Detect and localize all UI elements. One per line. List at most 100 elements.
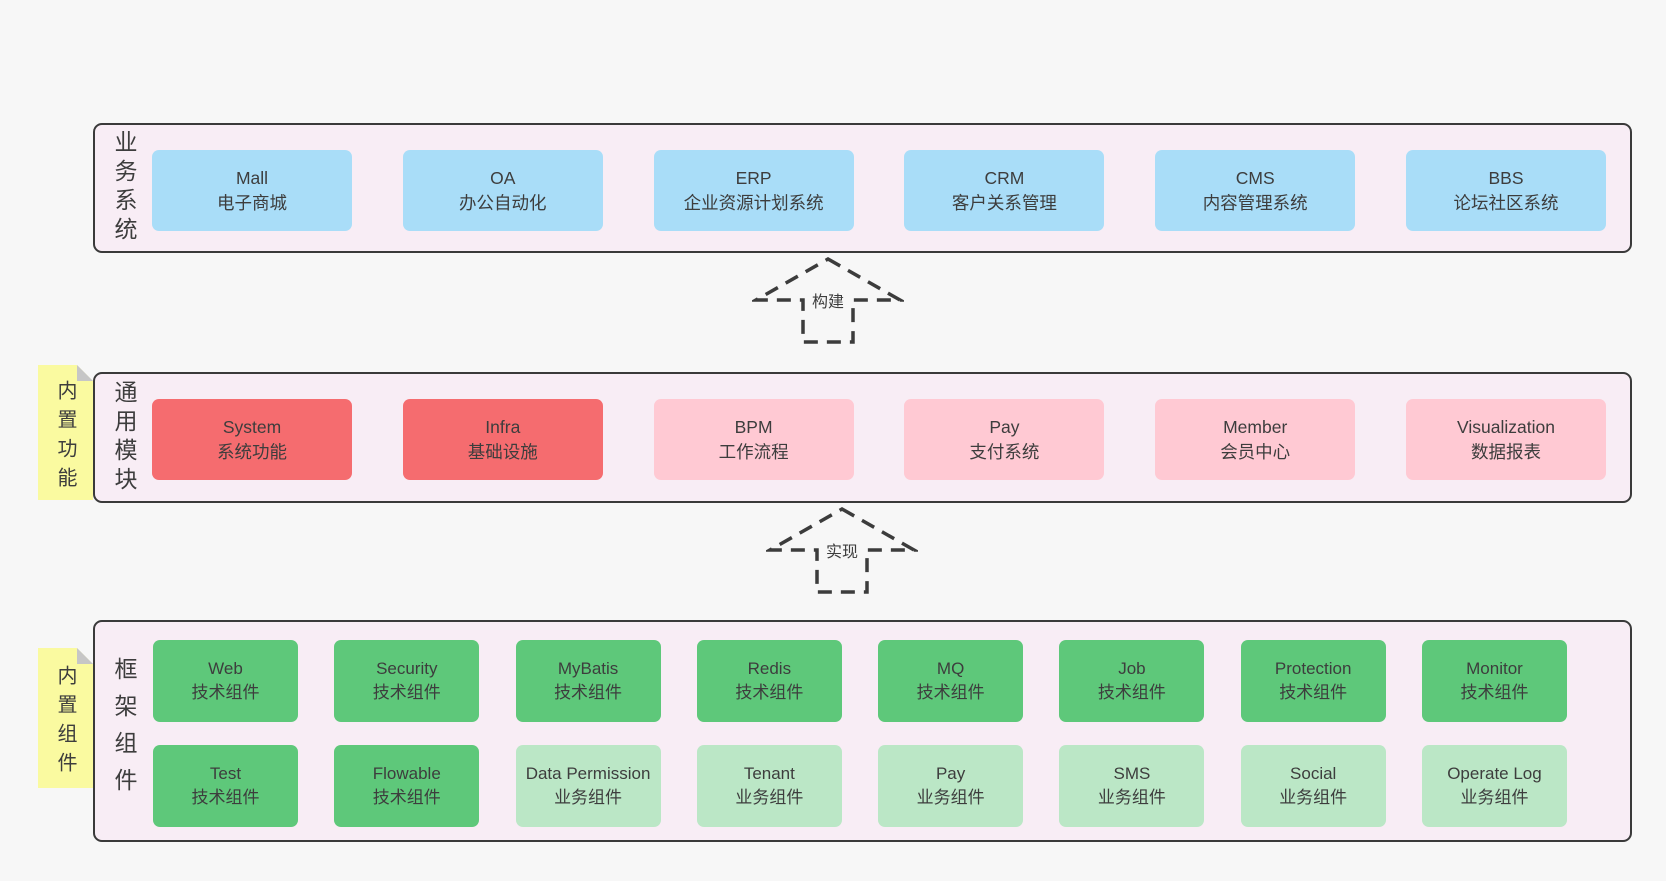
box-desc: 业务组件 xyxy=(1279,788,1348,807)
framework-components-label: 框架组件 xyxy=(111,657,137,805)
box-desc: 业务组件 xyxy=(1097,788,1166,807)
module-box-system: System 系统功能 xyxy=(152,399,352,480)
component-box-tenant: Tenant 业务组件 xyxy=(696,745,842,827)
module-box-bpm: BPM 工作流程 xyxy=(653,399,854,480)
box-name: System xyxy=(222,416,282,437)
box-name: Flowable xyxy=(372,763,441,783)
module-box-infra: Infra 基础设施 xyxy=(402,399,603,480)
box-name: CRM xyxy=(984,167,1025,188)
box-name: Job xyxy=(1118,658,1146,678)
module-box-visualization: Visualization 数据报表 xyxy=(1405,399,1606,480)
box-desc: 技术组件 xyxy=(372,683,441,702)
implement-arrow: 实现 xyxy=(766,506,918,596)
builtin-features-note-text: 内置功能 xyxy=(54,379,76,496)
component-box-protection: Protection 技术组件 xyxy=(1240,640,1386,722)
component-box-data-permission: Data Permission 业务组件 xyxy=(515,745,661,827)
box-desc: 系统功能 xyxy=(217,441,287,462)
component-box-job: Job 技术组件 xyxy=(1059,640,1205,722)
box-name: Security xyxy=(376,658,438,678)
builtin-components-note: 内置组件 xyxy=(38,648,93,788)
box-name: CMS xyxy=(1235,167,1275,188)
component-box-mq: MQ 技术组件 xyxy=(878,640,1024,722)
box-desc: 技术组件 xyxy=(372,788,441,807)
box-name: Test xyxy=(209,763,242,783)
component-box-monitor: Monitor 技术组件 xyxy=(1421,640,1567,722)
box-name: BBS xyxy=(1488,167,1524,188)
business-box-bbs: BBS 论坛社区系统 xyxy=(1405,150,1606,231)
framework-components-row-1: Web 技术组件 Security 技术组件 MyBatis 技术组件 Redi… xyxy=(95,640,1630,722)
module-box-member: Member 会员中心 xyxy=(1155,399,1356,480)
component-box-social: Social 业务组件 xyxy=(1240,745,1386,827)
box-name: Monitor xyxy=(1466,658,1523,678)
common-modules-label: 通用模块 xyxy=(111,379,137,496)
box-name: Web xyxy=(208,658,243,678)
business-systems-label: 业务系统 xyxy=(111,130,137,246)
box-name: Pay xyxy=(935,763,966,783)
box-desc: 客户关系管理 xyxy=(951,192,1057,213)
business-box-crm: CRM 客户关系管理 xyxy=(904,150,1105,231)
box-desc: 工作流程 xyxy=(718,441,789,462)
component-box-redis: Redis 技术组件 xyxy=(696,640,842,722)
box-name: Redis xyxy=(747,658,792,678)
box-desc: 办公自动化 xyxy=(459,192,547,213)
box-name: Member xyxy=(1223,416,1288,437)
box-desc: 业务组件 xyxy=(735,788,804,807)
builtin-components-note-text: 内置组件 xyxy=(54,665,76,781)
component-box-pay: Pay 业务组件 xyxy=(878,745,1024,827)
box-desc: 基础设施 xyxy=(467,441,538,462)
box-desc: 业务组件 xyxy=(916,788,985,807)
box-desc: 数据报表 xyxy=(1470,441,1541,462)
common-modules-panel: 通用模块 System 系统功能 Infra 基础设施 BPM 工作流程 Pay… xyxy=(93,372,1632,503)
box-name: Protection xyxy=(1274,658,1352,678)
box-desc: 技术组件 xyxy=(916,683,985,702)
box-name: Mall xyxy=(235,167,269,188)
box-desc: 支付系统 xyxy=(969,441,1040,462)
box-desc: 技术组件 xyxy=(191,788,260,807)
box-name: SMS xyxy=(1113,763,1151,783)
box-desc: 技术组件 xyxy=(735,683,804,702)
box-desc: 业务组件 xyxy=(1460,788,1529,807)
component-box-sms: SMS 业务组件 xyxy=(1059,745,1205,827)
box-name: Tenant xyxy=(743,763,795,783)
component-box-flowable: Flowable 技术组件 xyxy=(334,745,480,827)
dashed-up-arrow-icon xyxy=(766,506,918,594)
builtin-features-note: 内置功能 xyxy=(38,365,93,500)
business-box-mall: Mall 电子商城 xyxy=(152,150,352,231)
component-box-security: Security 技术组件 xyxy=(334,640,480,722)
component-box-mybatis: MyBatis 技术组件 xyxy=(515,640,661,722)
business-systems-row: Mall 电子商城 OA 办公自动化 ERP 企业资源计划系统 CRM 客户关系… xyxy=(95,150,1630,231)
business-box-oa: OA 办公自动化 xyxy=(402,150,603,231)
box-name: Visualization xyxy=(1457,416,1555,437)
business-box-cms: CMS 内容管理系统 xyxy=(1155,150,1356,231)
box-name: BPM xyxy=(734,416,773,437)
box-name: OA xyxy=(490,167,516,188)
box-name: Infra xyxy=(485,416,521,437)
build-arrow-label: 构建 xyxy=(806,286,850,314)
business-box-erp: ERP 企业资源计划系统 xyxy=(653,150,854,231)
framework-components-panel: 框架组件 Web 技术组件 Security 技术组件 MyBatis 技术组件… xyxy=(93,620,1632,842)
build-arrow: 构建 xyxy=(752,256,904,346)
business-systems-panel: 业务系统 Mall 电子商城 OA 办公自动化 ERP 企业资源计划系统 CRM… xyxy=(93,123,1632,253)
box-desc: 电子商城 xyxy=(217,192,287,213)
box-desc: 会员中心 xyxy=(1220,441,1291,462)
box-name: MyBatis xyxy=(557,658,619,678)
box-name: Social xyxy=(1290,763,1337,783)
implement-arrow-label: 实现 xyxy=(820,536,864,564)
box-name: Operate Log xyxy=(1447,763,1542,783)
box-name: Data Permission xyxy=(525,763,651,783)
box-desc: 技术组件 xyxy=(1460,683,1529,702)
common-modules-row: System 系统功能 Infra 基础设施 BPM 工作流程 Pay 支付系统… xyxy=(95,399,1630,480)
box-desc: 技术组件 xyxy=(1097,683,1166,702)
module-box-pay: Pay 支付系统 xyxy=(904,399,1105,480)
box-desc: 技术组件 xyxy=(1279,683,1348,702)
box-desc: 内容管理系统 xyxy=(1202,192,1308,213)
box-name: ERP xyxy=(735,167,772,188)
box-name: Pay xyxy=(989,416,1020,437)
component-box-web: Web 技术组件 xyxy=(153,640,298,722)
box-desc: 企业资源计划系统 xyxy=(683,192,824,213)
framework-components-row-2: Test 技术组件 Flowable 技术组件 Data Permission … xyxy=(95,745,1630,827)
box-name: MQ xyxy=(936,658,965,678)
component-box-operate-log: Operate Log 业务组件 xyxy=(1421,745,1567,827)
box-desc: 论坛社区系统 xyxy=(1453,192,1559,213)
component-box-test: Test 技术组件 xyxy=(153,745,298,827)
